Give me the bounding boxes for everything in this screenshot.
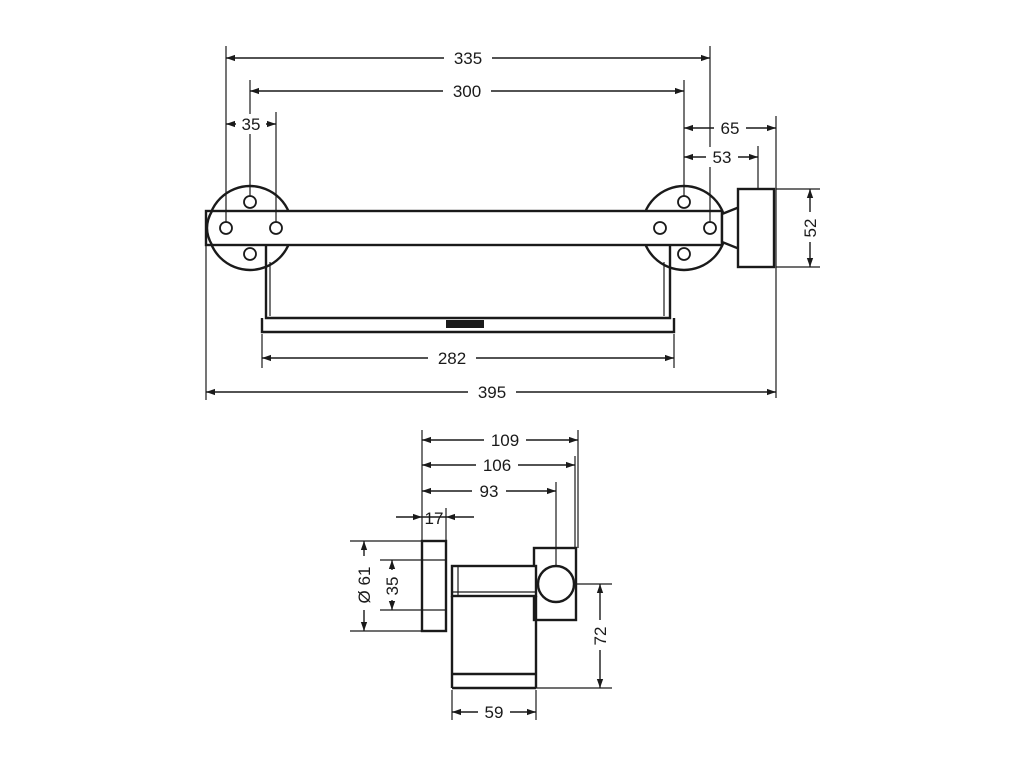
label-72: 72: [591, 627, 610, 646]
label-35-front: 35: [242, 115, 261, 134]
label-65: 65: [721, 119, 740, 138]
grab-bar: [204, 209, 724, 247]
dimension-17: 17: [396, 509, 474, 528]
label-335: 335: [454, 49, 482, 68]
label-diameter-61: Ø 61: [355, 567, 374, 604]
dimension-53: 53: [684, 147, 758, 167]
side-holder-ring: [536, 564, 576, 604]
dimension-109: 109: [422, 430, 578, 450]
side-view: 109 106 93 17 Ø 61: [350, 430, 612, 722]
drain-slot: [446, 320, 484, 328]
front-view: 335 300 35 65 53 52: [204, 46, 820, 402]
dimension-106: 106: [422, 455, 575, 475]
label-300: 300: [453, 82, 481, 101]
label-395: 395: [478, 383, 506, 402]
label-106: 106: [483, 456, 511, 475]
dimension-35-side: 35: [383, 560, 402, 610]
dimension-300: 300: [250, 81, 684, 101]
dimension-35-front: 35: [226, 114, 276, 134]
dimension-93: 93: [422, 481, 556, 501]
shower-holder: [720, 187, 776, 269]
label-93: 93: [480, 482, 499, 501]
label-59: 59: [485, 703, 504, 722]
label-282: 282: [438, 349, 466, 368]
mounting-holes-right: [653, 195, 717, 261]
dimension-59: 59: [452, 702, 536, 722]
dimension-72: 72: [590, 584, 610, 688]
label-17: 17: [425, 509, 444, 528]
label-109: 109: [491, 431, 519, 450]
dimension-52: 52: [800, 189, 820, 267]
dimension-diameter-61: Ø 61: [354, 541, 374, 631]
label-52: 52: [801, 219, 820, 238]
dimension-395: 395: [206, 382, 776, 402]
dimension-335: 335: [226, 48, 710, 68]
dimension-282: 282: [262, 348, 674, 368]
label-53: 53: [713, 148, 732, 167]
label-35-side: 35: [383, 577, 402, 596]
side-bar-body: [450, 564, 538, 690]
shelf-tray: [260, 246, 676, 334]
dimension-65: 65: [684, 118, 776, 138]
side-wall-flange: [420, 539, 448, 633]
